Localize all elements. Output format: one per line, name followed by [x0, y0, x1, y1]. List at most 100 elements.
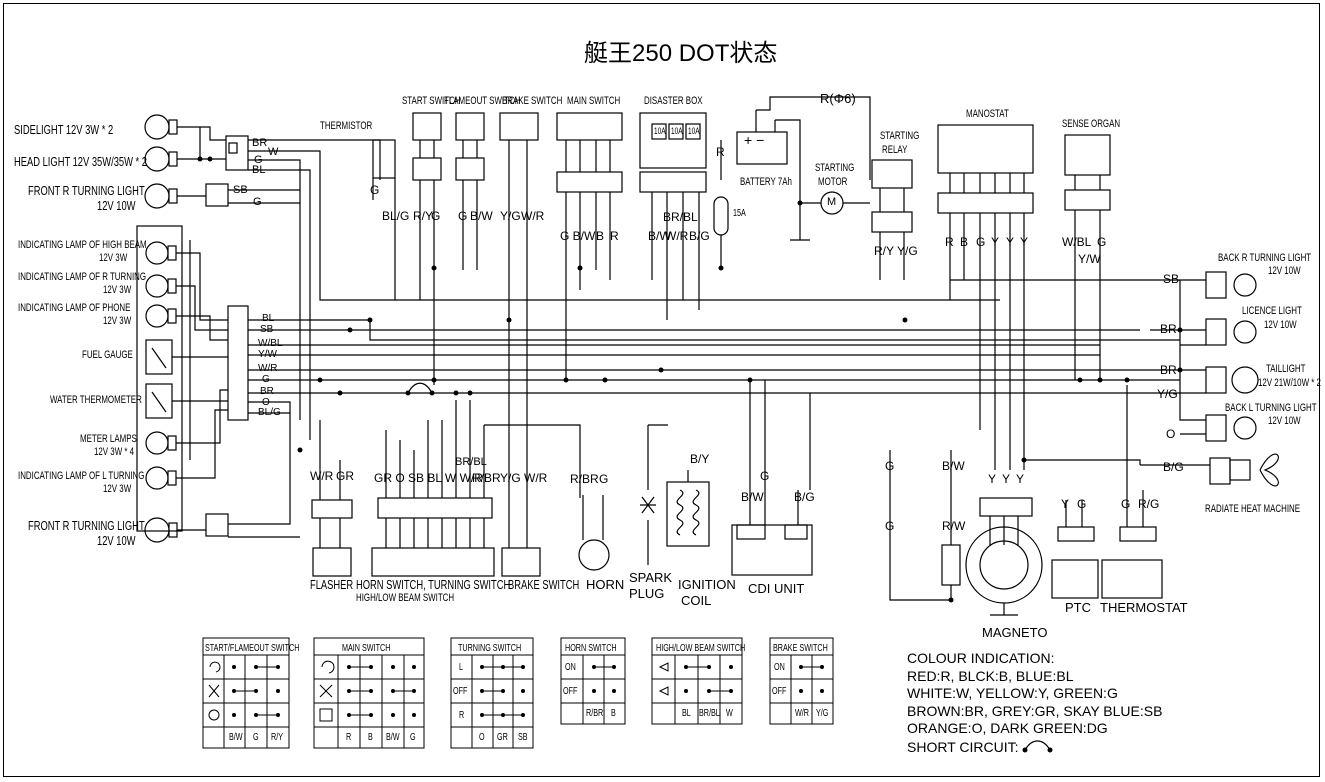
- label-fuel-gauge: FUEL GAUGE: [82, 349, 133, 361]
- label-ignition-2: COIL: [681, 593, 712, 608]
- switch-tables: [202, 637, 834, 749]
- label-ind-high-beam-spec: 12V 3W: [99, 252, 128, 264]
- start-icon: [209, 661, 221, 673]
- label-horn-switch: HORN SWITCH, TURNING SWITCH: [356, 577, 511, 592]
- label-fuse-3: 10A: [688, 126, 700, 136]
- label-licence-light: LICENCE LIGHT: [1242, 305, 1302, 317]
- label-starting-motor-2: MOTOR: [818, 176, 848, 188]
- table-sf-col-2: G: [253, 732, 259, 743]
- table-brake-col-2: Y/G: [816, 708, 829, 719]
- label-ignition-1: IGNITION: [678, 577, 736, 592]
- label-back-l-turning: BACK L TURNING LIGHT: [1225, 402, 1317, 414]
- table-hl-col-1: BL: [682, 708, 691, 719]
- label-ind-r-turning: INDICATING LAMP OF R TURNING: [18, 271, 147, 283]
- wire-bw-flame: B/W: [470, 209, 493, 223]
- table-main-col-4: G: [410, 732, 416, 743]
- wire-y-mag-2: Y: [1002, 472, 1011, 486]
- table-horn-title: HORN SWITCH: [565, 643, 617, 654]
- label-hl-beam-switch: HIGH/LOW BEAM SWITCH: [356, 592, 455, 604]
- switch-table-dots: [232, 665, 824, 717]
- table-brake-title: BRAKE SWITCH: [773, 643, 828, 654]
- label-fuse-1: 10A: [654, 126, 666, 136]
- wire-g-flame: G: [458, 209, 468, 223]
- wire-wr: W/R: [258, 363, 278, 374]
- table-horn-col-2: B: [611, 708, 616, 719]
- label-front-r-turning-2: FRONT R TURNING LIGHT: [28, 518, 145, 533]
- table-main-col-3: B/W: [386, 732, 400, 743]
- battery-terminals: + −: [744, 132, 765, 148]
- label-meter-lamps: METER LAMPS: [80, 433, 137, 445]
- label-motor-m: M: [827, 196, 837, 208]
- wire-bg-right: B/G: [1163, 460, 1184, 474]
- label-back-r-turning-spec: 12V 10W: [1268, 265, 1301, 277]
- wire-sb-1: SB: [233, 184, 248, 196]
- wire-ry: R/Y: [413, 209, 434, 223]
- label-radiate: RADIATE HEAT MACHINE: [1205, 503, 1301, 515]
- label-starting-relay-2: RELAY: [882, 144, 908, 156]
- wire-g-3: G: [262, 374, 270, 385]
- flameout-icon: [208, 684, 220, 698]
- label-r-phi6: R(Φ6): [820, 91, 856, 106]
- wire-bg-dis: B/G: [689, 229, 710, 243]
- wire-bw-dis: B/W: [648, 229, 671, 243]
- wire-b-main: B: [596, 229, 605, 243]
- wire-gr-flasher: GR: [336, 469, 354, 483]
- label-spark-2: PLUG: [629, 586, 665, 601]
- wire-br-2: BR: [260, 386, 274, 397]
- diagram-border: [3, 3, 1320, 777]
- wire-yg-right: Y/G: [1157, 387, 1178, 401]
- label-ind-r-turning-spec: 12V 3W: [103, 284, 132, 296]
- wire-bw-cdi: B/W: [741, 490, 764, 504]
- table-hl-title: HIGH/LOW BEAM SWITCH: [656, 643, 746, 654]
- label-ind-phone-spec: 12V 3W: [103, 315, 132, 327]
- label-front-r-turning-2-spec: 12V 10W: [97, 533, 136, 548]
- wire-rbr-horn-2: R/BR: [570, 472, 599, 486]
- label-sense-organ: SENSE ORGAN: [1062, 118, 1121, 130]
- wire-o-right: O: [1166, 427, 1176, 441]
- low-beam-icon: [658, 686, 669, 696]
- wire-rw-mag: R/W: [942, 519, 966, 533]
- wire-bl-2: BL: [262, 313, 275, 324]
- diagram-title: 艇王250 DOT状态: [584, 40, 778, 67]
- high-beam-icon: [658, 662, 669, 672]
- wire-wr-dis: W/R: [665, 229, 689, 243]
- wire-wr-flasher: W/R: [310, 469, 334, 483]
- label-front-r-turning: FRONT R TURNING LIGHT: [28, 183, 145, 198]
- label-water-thermo: WATER THERMOMETER: [50, 394, 142, 406]
- label-thermistor: THERMISTOR: [320, 120, 373, 132]
- wire-yw: Y/W: [258, 349, 277, 360]
- wire-bw-mag: B/W: [942, 459, 965, 473]
- label-disaster-box: DISASTER BOX: [644, 95, 703, 107]
- table-brake-col-1: W/R: [795, 708, 810, 719]
- wire-y-mano-1: Y: [991, 235, 1000, 249]
- label-brake-switch-bottom: BRAKE SWITCH: [508, 577, 580, 592]
- label-ind-phone: INDICATING LAMP OF PHONE: [18, 302, 131, 314]
- wire-g-mano: G: [976, 235, 986, 249]
- wire-yg-brake: Y/G: [500, 209, 521, 223]
- wire-r-mano: R: [945, 235, 954, 249]
- lock-icon: [319, 708, 333, 722]
- wire-wr-brake: W/R: [521, 209, 545, 223]
- label-sidelight: SIDELIGHT 12V 3W * 2: [14, 122, 114, 137]
- wire-br-right-2: BR: [1160, 363, 1177, 377]
- legend-line-3: BROWN:BR, GREY:GR, SKAY BLUE:SB: [907, 703, 1163, 719]
- wire-g-mag-2: G: [885, 519, 895, 533]
- label-back-l-turning-spec: 12V 10W: [1268, 415, 1301, 427]
- legend-line-5: SHORT CIRCUIT:: [907, 739, 1019, 755]
- wire-br: BR: [252, 137, 268, 149]
- label-flameout-switch: FLAMEOUT SWITCH: [444, 95, 521, 107]
- label-battery: BATTERY 7Ah: [740, 176, 792, 188]
- table-turning-row-1: L: [459, 662, 464, 673]
- label-horn: HORN: [586, 577, 625, 592]
- label-main-switch: MAIN SWITCH: [567, 95, 621, 107]
- table-main-title: MAIN SWITCH: [342, 643, 391, 654]
- wire-b-mano: B: [960, 235, 969, 249]
- label-magneto: MAGNETO: [982, 625, 1048, 640]
- run-icon: [208, 709, 220, 721]
- wire-g-1: G: [254, 154, 263, 166]
- wire-o-1: O: [262, 397, 270, 408]
- wire-brbl-dis: BR/BL: [663, 210, 698, 224]
- table-turning-row-2: OFF: [453, 686, 468, 697]
- table-brake-row-1: ON: [774, 662, 785, 673]
